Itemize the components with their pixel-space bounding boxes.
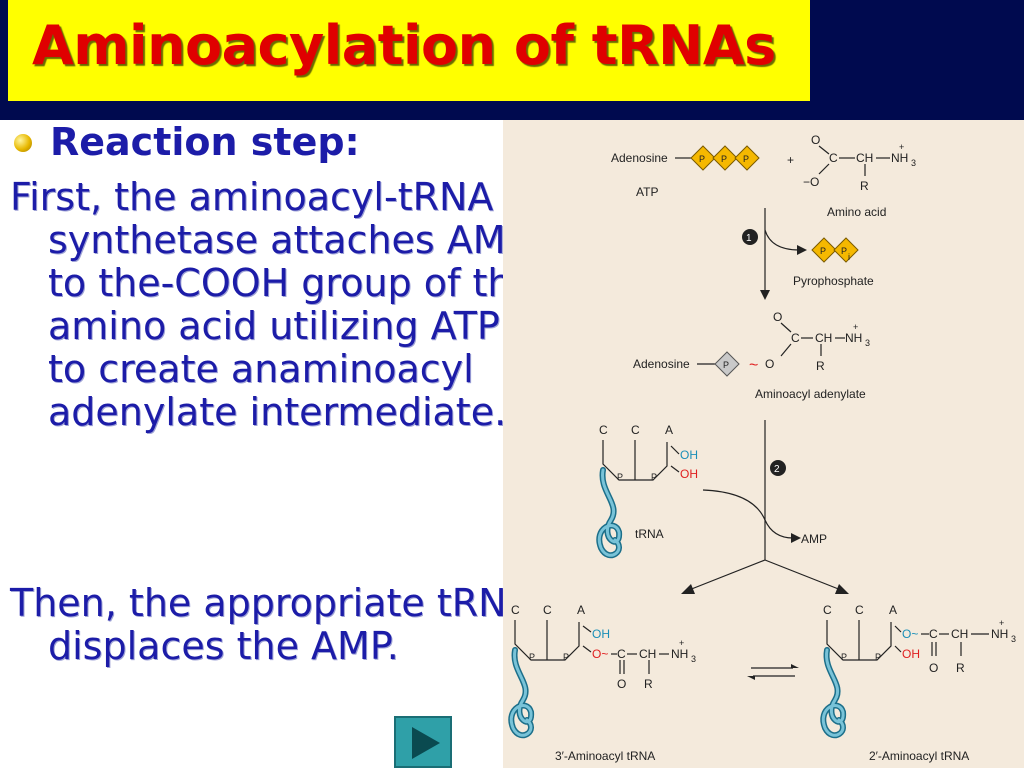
phosphate-icon: P	[712, 145, 738, 171]
svg-text:P: P	[875, 652, 881, 662]
trna2-carbon: C	[929, 627, 938, 641]
trna3-ch: CH	[639, 647, 656, 661]
trna2-c-label: C	[855, 603, 864, 617]
adenylate-nh3: NH	[845, 331, 862, 345]
phosphate-i-icon: P i	[833, 237, 859, 263]
svg-text:P: P	[529, 652, 535, 662]
diagram-canvas: Adenosine P P P ATP + O C CH NH 3 + −O R…	[508, 133, 1016, 763]
title-banner: Aminoacylation of tRNAs	[8, 0, 810, 101]
svg-text:3: 3	[691, 654, 696, 664]
aa-carboxylate: −O	[803, 175, 819, 189]
trna-icon	[508, 647, 535, 739]
aminoacyl-adenylate-label: Aminoacyl adenylate	[755, 387, 866, 401]
trna3-carbonyl-o: O	[617, 677, 626, 691]
trna-3prime-label: 3′-Aminoacyl tRNA	[555, 749, 655, 763]
trna2-oh: OH	[902, 647, 920, 661]
svg-text:+: +	[999, 618, 1004, 628]
plus-sign: +	[787, 153, 794, 167]
svg-text:P: P	[617, 472, 623, 482]
trna-oh-3prime: OH	[680, 467, 698, 481]
adenylate-oxygen: O	[773, 310, 782, 324]
phosphate-icon: P	[714, 351, 740, 377]
trna2-ester-o: O~	[902, 627, 918, 641]
svg-text:P: P	[743, 154, 749, 164]
svg-text:P: P	[699, 154, 705, 164]
svg-text:+: +	[679, 638, 684, 648]
adenylate-o: O	[765, 357, 774, 371]
adenylate-carbon: C	[791, 331, 800, 345]
amp-label: AMP	[801, 532, 827, 546]
pyrophosphate-label: Pyrophosphate	[793, 274, 874, 288]
step-1-badge: 1	[742, 229, 758, 245]
svg-text:i: i	[848, 252, 850, 262]
adenylate-adenosine-label: Adenosine	[633, 357, 690, 371]
atp-label: ATP	[636, 185, 658, 199]
svg-text:2: 2	[774, 464, 780, 475]
svg-text:3: 3	[1011, 634, 1016, 644]
trna3-carbon: C	[617, 647, 626, 661]
svg-text:P: P	[841, 652, 847, 662]
adenylate-ch: CH	[815, 331, 832, 345]
svg-text:3: 3	[865, 338, 870, 348]
trna-label: tRNA	[635, 527, 664, 541]
phosphate-icon: P	[690, 145, 716, 171]
trna2-a-label: A	[889, 603, 897, 617]
trna3-a-label: A	[577, 603, 585, 617]
trna3-oh: OH	[592, 627, 610, 641]
bullet-icon	[14, 134, 32, 152]
svg-text:P: P	[651, 472, 657, 482]
slide-title: Aminoacylation of tRNAs	[32, 14, 776, 77]
svg-text:+: +	[853, 322, 858, 332]
svg-text:P: P	[841, 246, 847, 256]
step-2-badge: 2	[770, 460, 786, 476]
bullet-heading: Reaction step:	[50, 120, 360, 164]
svg-text:P: P	[721, 154, 727, 164]
trna3-r-group: R	[644, 677, 653, 691]
trna2-ch: CH	[951, 627, 968, 641]
trna3-ester-o: O~	[592, 647, 608, 661]
trna3-c-label: C	[511, 603, 520, 617]
high-energy-bond: ~	[749, 357, 758, 374]
aa-ch: CH	[856, 151, 873, 165]
trna3-nh3: NH	[671, 647, 688, 661]
atp-adenosine-label: Adenosine	[611, 151, 668, 165]
phosphate-icon: P	[811, 237, 837, 263]
svg-text:P: P	[563, 652, 569, 662]
svg-text:1: 1	[746, 233, 752, 244]
trna-c-label: C	[599, 423, 608, 437]
svg-text:3: 3	[911, 158, 916, 168]
trna2-c-label: C	[823, 603, 832, 617]
svg-text:+: +	[899, 142, 904, 152]
trna3-c-label: C	[543, 603, 552, 617]
amino-acid-label: Amino acid	[827, 205, 886, 219]
aa-r-group: R	[860, 179, 869, 193]
paragraph-first-step: First, the aminoacyl-tRNA synthetase att…	[10, 175, 535, 434]
text-panel	[0, 120, 503, 768]
svg-text:P: P	[820, 246, 826, 256]
next-slide-button[interactable]	[394, 716, 452, 768]
trna-c-label: C	[631, 423, 640, 437]
paragraph-second-step: Then, the appropriate tRNA displaces the…	[10, 581, 533, 668]
adenylate-r-group: R	[816, 359, 825, 373]
aa-carbon: C	[829, 151, 838, 165]
reaction-diagram: Adenosine P P P ATP + O C CH NH 3 + −O R…	[503, 120, 1024, 768]
play-triangle-icon	[412, 727, 440, 759]
trna2-nh3: NH	[991, 627, 1008, 641]
trna2-carbonyl-o: O	[929, 661, 938, 675]
trna-oh-2prime: OH	[680, 448, 698, 462]
aa-nh3: NH	[891, 151, 908, 165]
trna-a-label: A	[665, 423, 673, 437]
aa-oxygen: O	[811, 133, 820, 147]
trna-2prime-label: 2′-Aminoacyl tRNA	[869, 749, 969, 763]
trna-icon	[596, 467, 623, 559]
phosphate-icon: P	[734, 145, 760, 171]
svg-text:P: P	[723, 360, 729, 370]
trna2-r-group: R	[956, 661, 965, 675]
trna-icon	[820, 647, 847, 739]
